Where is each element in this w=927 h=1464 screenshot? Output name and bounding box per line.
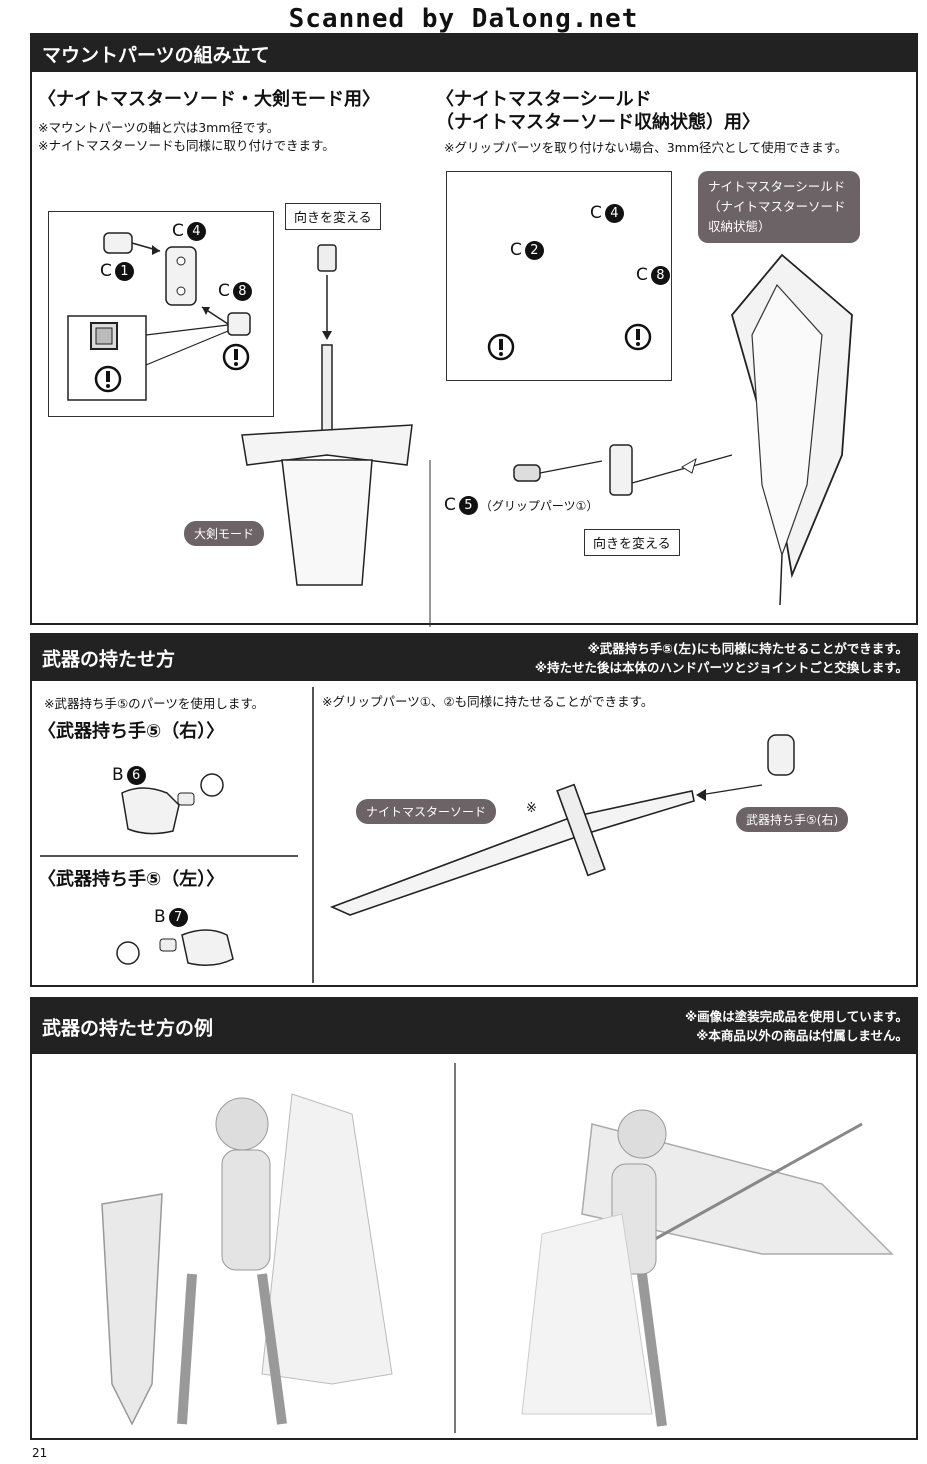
- holding-section-title: 武器の持たせ方: [42, 648, 176, 671]
- left-hand-heading: 〈武器持ち手⑤（左）〉: [38, 869, 225, 890]
- hand-part-note: ※武器持ち手⑤のパーツを使用します。: [44, 696, 265, 711]
- example-photo-divider: [454, 1063, 456, 1433]
- example-section-title: 武器の持たせ方の例: [42, 1017, 214, 1039]
- example-section-header: 武器の持たせ方の例 ※画像は塗装完成品を使用しています。 ※本商品以外の商品は付…: [32, 999, 916, 1054]
- great-sword-mode-label: 大剣モード: [184, 521, 265, 546]
- mount-section-header: マウントパーツの組み立て: [32, 35, 916, 72]
- turn-direction-label-right: 向きを変える: [584, 529, 680, 556]
- exclamation-circle-icon: [222, 343, 250, 371]
- holding-column-divider: [312, 687, 314, 983]
- holding-section-notes: ※武器持ち手⑤(左)にも同様に持たせることができます。 ※持たせた後は本体のハン…: [534, 641, 908, 675]
- holding-section-header: 武器の持たせ方 ※武器持ち手⑤(左)にも同様に持たせることができます。 ※持たせ…: [32, 635, 916, 681]
- exclamation-circle-icon: [487, 333, 515, 361]
- example-section: 武器の持たせ方の例 ※画像は塗装完成品を使用しています。 ※本商品以外の商品は付…: [30, 997, 918, 1440]
- knight-master-sword-label: ナイトマスターソード: [356, 799, 497, 824]
- exclamation-circle-icon: [94, 365, 122, 393]
- hand-divider: [40, 855, 298, 857]
- holding-section: 武器の持たせ方 ※武器持ち手⑤(左)にも同様に持たせることができます。 ※持たせ…: [30, 633, 918, 987]
- great-sword-note-2: ※ナイトマスターソードも同様に取り付けできます。: [38, 138, 335, 153]
- page-number: 21: [32, 1446, 48, 1460]
- weapon-hand-right-label: 武器持ち手⑤(右): [736, 807, 849, 832]
- example-section-notes: ※画像は塗装完成品を使用しています。 ※本商品以外の商品は付属しません。: [684, 1009, 908, 1043]
- shield-heading-line-2: （ナイトマスターソード収納状態）用〉: [436, 112, 760, 133]
- shield-note: ※グリップパーツを取り付けない場合、3mm径穴として使用できます。: [444, 140, 848, 155]
- great-sword-heading: 〈ナイトマスターソード・大剣モード用〉: [38, 89, 380, 110]
- right-hand-heading: 〈武器持ち手⑤（右）〉: [38, 721, 225, 742]
- example-photo-left: [101, 1093, 393, 1426]
- hand-parts-illustration: [116, 734, 795, 966]
- great-sword-note-1: ※マウントパーツの軸と穴は3mm径です。: [38, 120, 280, 135]
- mount-section-title: マウントパーツの組み立て: [42, 44, 270, 66]
- watermark-text: Scanned by Dalong.net: [288, 4, 639, 34]
- exclamation-circle-icon: [624, 323, 652, 351]
- grip-parts-note: ※グリップパーツ①、②も同様に持たせることができます。: [322, 694, 654, 709]
- turn-direction-label-left: 向きを変える: [285, 203, 381, 230]
- sword-label-mark: ※: [526, 801, 537, 816]
- knight-master-shield-label: ナイトマスターシールド （ナイトマスターソード 収納状態）: [698, 171, 860, 243]
- example-photo-right: [521, 1109, 894, 1427]
- mount-section: マウントパーツの組み立て 〈ナイトマスターソード・大剣モード用〉 ※マウントパー…: [30, 33, 918, 627]
- shield-heading-line-1: 〈ナイトマスターシールド: [436, 89, 652, 110]
